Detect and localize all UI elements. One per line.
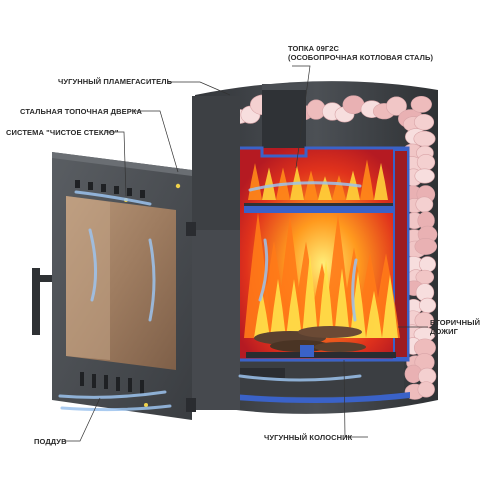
flame-divider-plate: [244, 205, 394, 213]
stone: [419, 256, 436, 273]
flame: [270, 278, 286, 338]
stone: [417, 381, 435, 398]
flame: [318, 260, 334, 338]
flame: [318, 176, 332, 200]
airflow-arrow: [248, 181, 362, 192]
airflow-arrow: [148, 238, 156, 322]
flame: [302, 253, 318, 338]
label-grate: ЧУГУННЫЙ КОЛОСНИК: [264, 433, 353, 442]
flame: [304, 170, 318, 200]
flame: [374, 162, 388, 200]
airflow-arrow: [58, 390, 167, 399]
door-hinge: [186, 222, 196, 236]
label-steel-door: СТАЛЬНАЯ ТОПОЧНАЯ ДВЕРКА: [20, 107, 142, 116]
flame: [382, 274, 398, 338]
stone: [414, 238, 437, 255]
label-clean-glass: СИСТЕМА "ЧИСТОЕ СТЕКЛО": [6, 128, 119, 137]
airflow-arrow: [60, 404, 172, 412]
stone: [410, 96, 432, 113]
stone: [419, 297, 437, 314]
stone: [414, 168, 435, 184]
blower-vents: [80, 372, 144, 394]
airflow-arrow: [88, 228, 98, 302]
door-hinge: [186, 398, 196, 412]
secondary-burn-channel: [393, 149, 409, 359]
flame: [262, 167, 276, 200]
cast-iron-grate: [246, 352, 396, 358]
label-firebox: ТОПКА 09Г2С (ОСОБОПРОЧНАЯ КОТЛОВАЯ СТАЛЬ…: [288, 44, 434, 62]
label-blower: ПОДДУВ: [34, 437, 67, 446]
chimney-pipe: [262, 84, 306, 156]
front-frame: [192, 96, 240, 230]
leader-lines: [64, 65, 428, 442]
airflow-arrow: [258, 238, 269, 302]
stone: [415, 196, 434, 213]
airflow-arrow: [238, 374, 362, 382]
flame: [254, 290, 270, 338]
stone: [416, 154, 436, 171]
airflow-arrows: [58, 181, 362, 412]
airflow-arrow: [74, 190, 152, 206]
stone: [413, 113, 435, 131]
stone: [413, 130, 436, 147]
flame: [366, 290, 382, 338]
flame: [286, 279, 302, 338]
airflow-arrow: [351, 258, 358, 322]
flame: [332, 175, 346, 200]
flame: [360, 159, 374, 200]
firebox-lining: [236, 146, 410, 362]
flame: [350, 271, 366, 338]
logs: [254, 326, 366, 352]
door-handle: [32, 268, 40, 335]
label-flame-divider: ЧУГУННЫЙ ПЛАМЕГАСИТЕЛЬ: [58, 77, 173, 86]
stone: [386, 96, 407, 116]
flame: [334, 268, 350, 338]
glass-airflow-vents: [75, 180, 145, 198]
label-secondary-burn: ВТОРИЧНЫЙ ДОЖИГ: [430, 318, 481, 336]
